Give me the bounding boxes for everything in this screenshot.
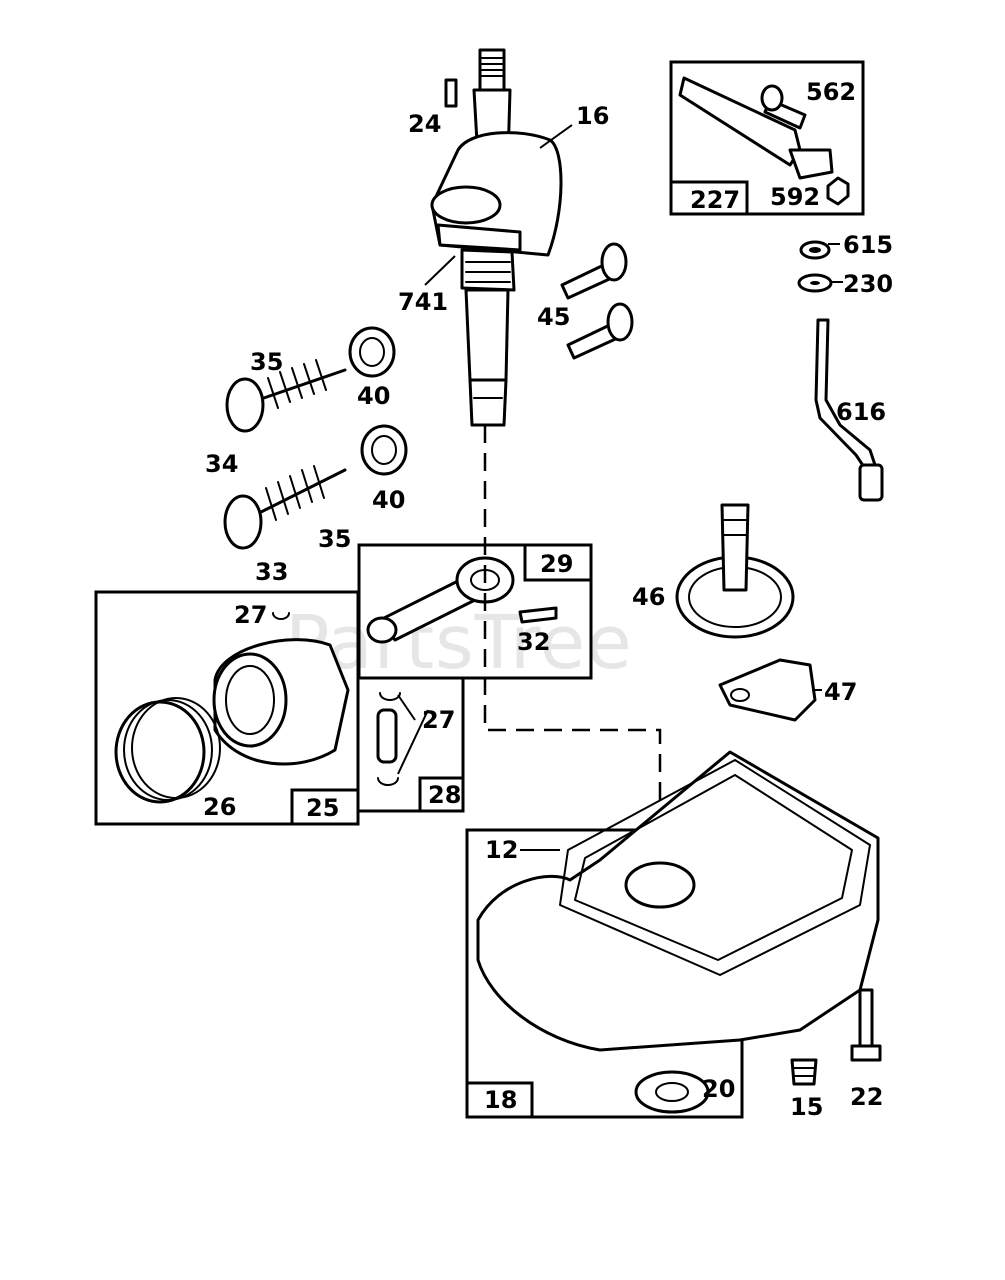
kit-label-18: 18 [484,1086,517,1114]
valve-retainers[interactable] [348,326,408,476]
callout-35-upper: 35 [250,348,283,376]
callout-16: 16 [576,102,609,130]
callout-592: 592 [770,183,820,211]
callout-45: 45 [537,303,570,331]
governor-assembly[interactable] [718,658,817,722]
callout-616: 616 [836,398,886,426]
kit-label-25: 25 [306,794,339,822]
drain-plug[interactable] [790,1058,818,1086]
camshaft-gear[interactable] [675,503,795,639]
kit-label-29: 29 [540,550,573,578]
callout-15: 15 [790,1093,823,1121]
kit-box-28 [356,676,465,813]
callout-12: 12 [485,836,518,864]
watermark-text: PartsTree [285,600,633,686]
kit-box-227 [669,60,865,216]
callout-20: 20 [702,1075,735,1103]
kit-label-28: 28 [428,781,461,809]
callout-46: 46 [632,583,665,611]
callout-32: 32 [517,628,550,656]
callout-33: 33 [255,558,288,586]
callout-230: 230 [843,270,893,298]
sump-bolt[interactable] [850,988,882,1062]
kit-label-227: 227 [690,186,740,214]
callout-22: 22 [850,1083,883,1111]
governor-shaft[interactable] [814,318,884,502]
tappets[interactable] [560,242,634,360]
engine-sump[interactable] [476,750,880,1114]
callout-34: 34 [205,450,238,478]
valves-and-springs[interactable] [223,359,347,550]
callout-47: 47 [824,678,857,706]
callout-26: 26 [203,793,236,821]
callout-562: 562 [806,78,856,106]
washer-parts[interactable] [797,240,833,293]
crankshaft[interactable] [430,48,563,427]
callout-40-lower: 40 [372,486,405,514]
key-part[interactable] [444,78,458,108]
callout-27-pin: 27 [422,706,455,734]
callout-40-upper: 40 [357,382,390,410]
callout-35-lower: 35 [318,525,351,553]
callout-24: 24 [408,110,441,138]
callout-615: 615 [843,231,893,259]
callout-741: 741 [398,288,448,316]
callout-27-piston: 27 [234,601,267,629]
